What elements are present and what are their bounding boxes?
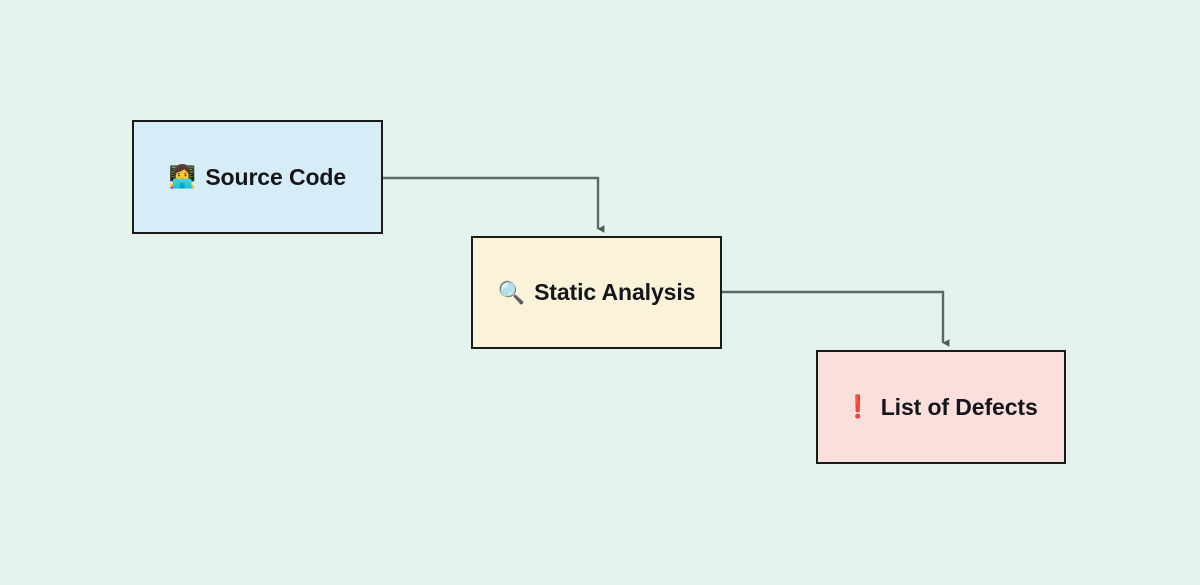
node-static-analysis[interactable]: 🔍 Static Analysis <box>471 236 722 349</box>
node-list-of-defects-content: ❗ List of Defects <box>844 393 1038 420</box>
node-source-code[interactable]: 👩‍💻 Source Code <box>132 120 383 234</box>
technologist-emoji: 👩‍💻 <box>168 164 197 189</box>
node-static-analysis-label: Static Analysis <box>534 279 696 305</box>
node-source-code-label: Source Code <box>205 163 347 190</box>
magnifying-glass-icon: 🔍 <box>497 279 526 305</box>
node-source-code-content: 👩‍💻 Source Code <box>168 163 347 190</box>
edge-source-to-analysis <box>383 176 605 233</box>
exclamation-mark-icon: ❗ <box>844 394 872 419</box>
node-list-of-defects[interactable]: ❗ List of Defects <box>816 350 1066 464</box>
edge-analysis-to-defects <box>722 290 950 347</box>
node-list-of-defects-label: List of Defects <box>880 393 1038 420</box>
node-static-analysis-content: 🔍 Static Analysis <box>498 281 696 304</box>
